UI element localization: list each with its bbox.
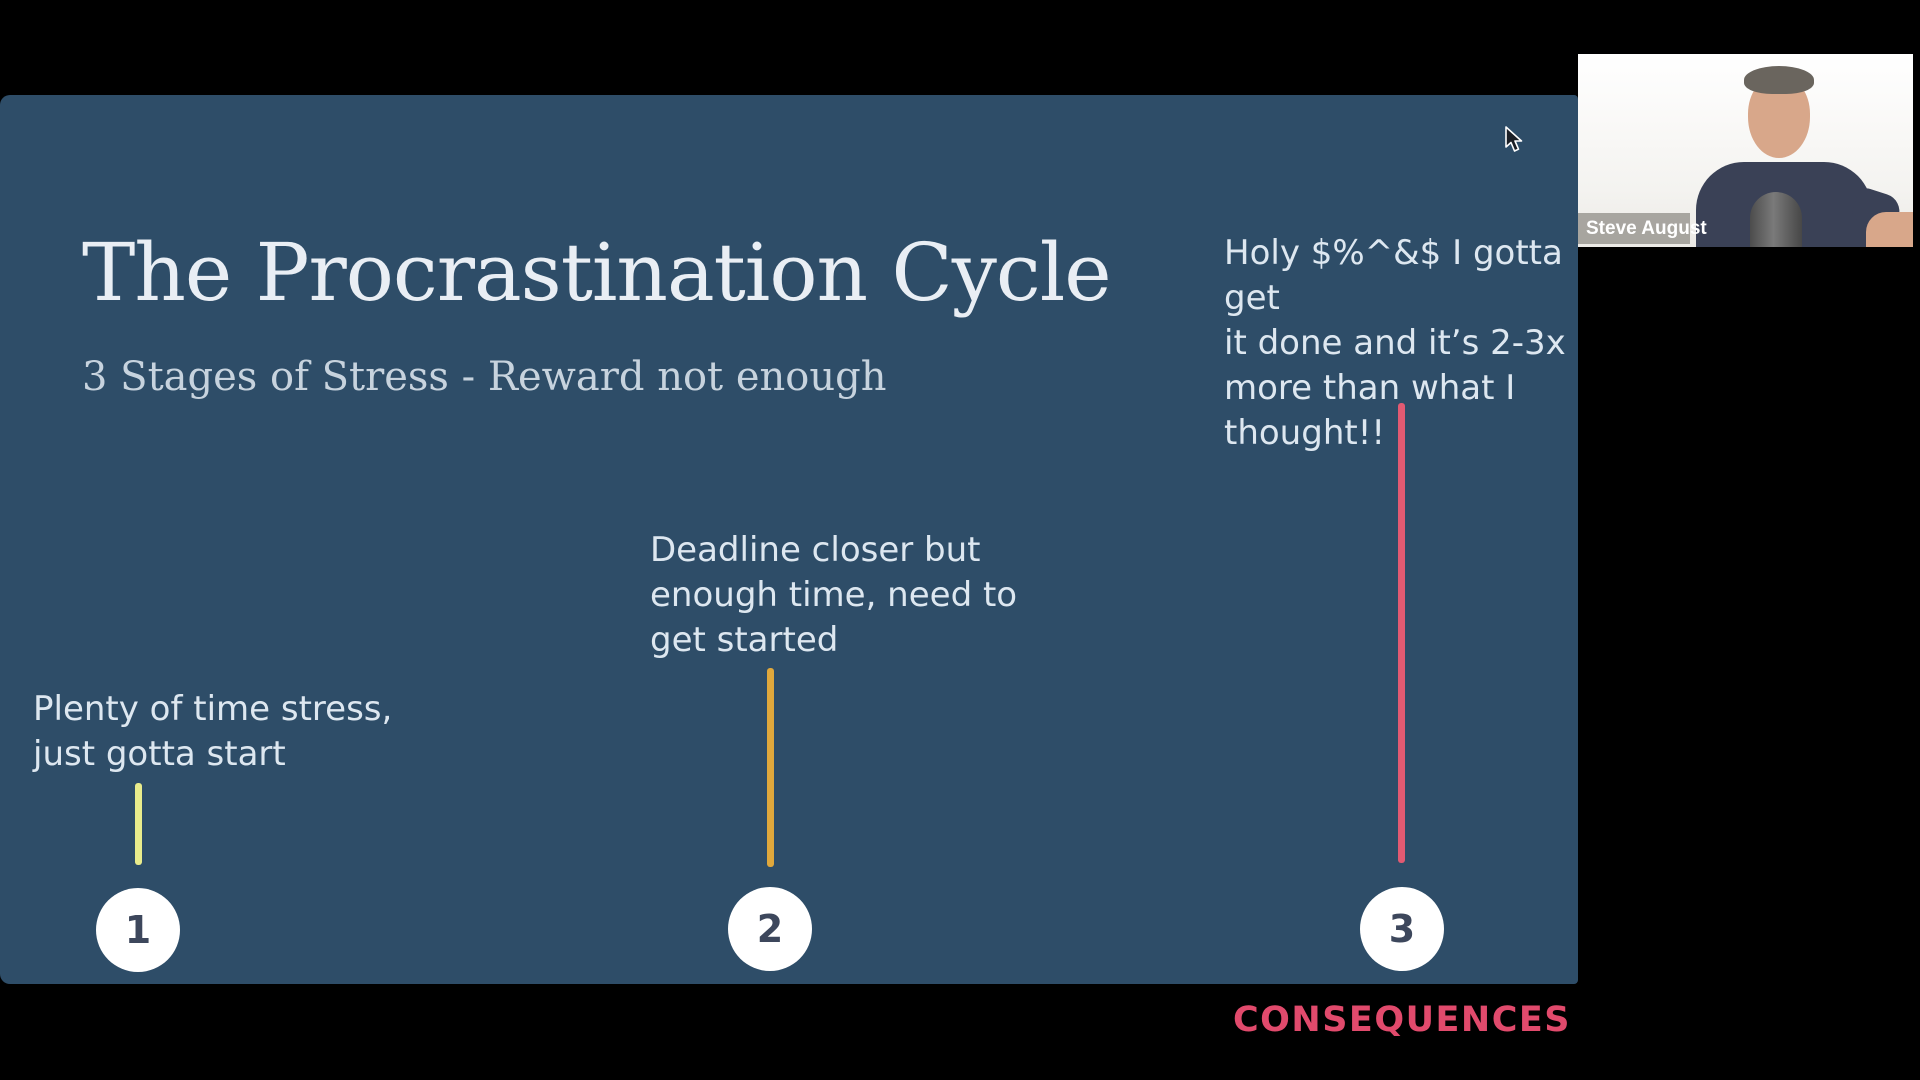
stage-2-number: 2 (756, 907, 784, 951)
stage-1-label: Plenty of time stress, just gotta start (33, 689, 393, 774)
stage-2-circle: 2 (728, 887, 812, 971)
slide-title: The Procrastination Cycle (82, 226, 1112, 319)
stage-3-label: Holy $%^&$ I gotta get it done and it’s … (1224, 233, 1566, 453)
mouse-cursor-icon (1505, 126, 1523, 152)
participant-name-tag: Steve August (1578, 213, 1707, 244)
microphone-icon (1750, 192, 1802, 247)
stage-2-label: Deadline closer but enough time, need to… (650, 530, 1018, 660)
stage-1-circle: 1 (96, 888, 180, 972)
stage-1-number: 1 (124, 908, 152, 952)
participant-name: Steve August (1586, 217, 1707, 239)
webcam-tile[interactable]: Steve August (1578, 54, 1913, 247)
consequences-label: CONSEQUENCES (1232, 1000, 1572, 1040)
stage-1-line (135, 783, 142, 865)
shared-slide: The Procrastination Cycle 3 Stages of St… (0, 95, 1578, 1040)
participant-arm (1866, 212, 1913, 247)
participant-hair (1744, 66, 1814, 94)
stage-3-line (1398, 403, 1405, 863)
stage-3-circle: 3 (1360, 887, 1444, 971)
slide-subtitle: 3 Stages of Stress - Reward not enough (82, 354, 887, 400)
stage-3-number: 3 (1388, 907, 1416, 951)
stage-2-line (767, 668, 774, 867)
